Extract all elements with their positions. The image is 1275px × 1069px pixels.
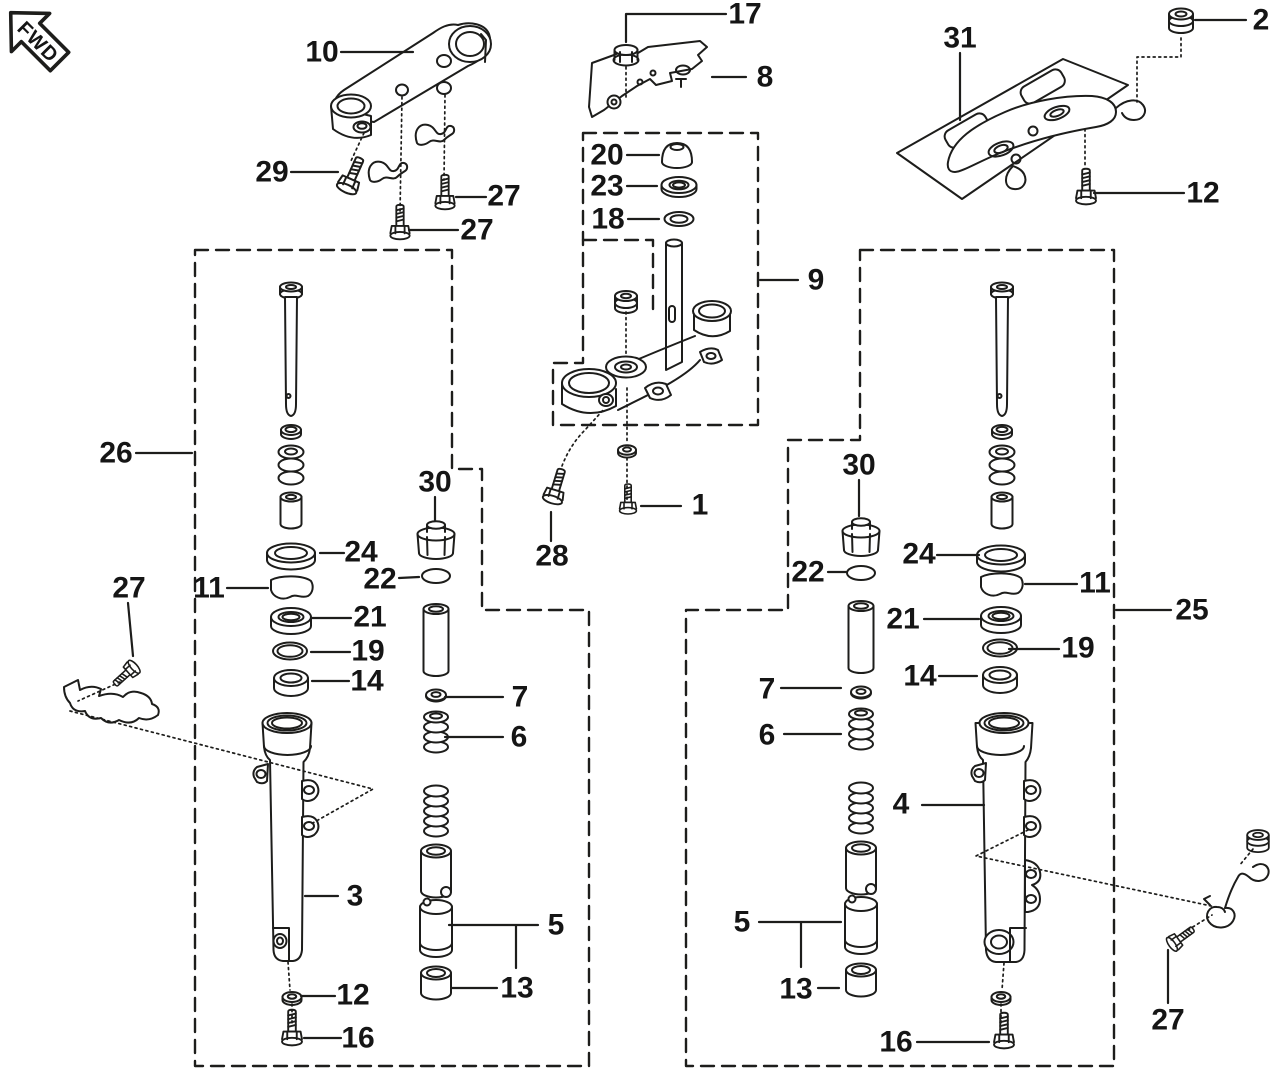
part-bolt-12-top <box>1075 167 1097 206</box>
label-22-right: 22 <box>791 556 824 589</box>
label-12-left: 12 <box>336 979 369 1012</box>
part-bolt-28 <box>540 465 573 508</box>
label-13-left: 13 <box>500 972 533 1005</box>
part-steering-stem-lower-clamp <box>561 238 732 414</box>
label-12-top: 12 <box>1186 177 1219 210</box>
part-cup-24-right <box>976 544 1026 573</box>
part-grommet-right <box>1246 829 1270 853</box>
part-bracket-8 <box>588 40 708 118</box>
part-cap-nut-20 <box>661 142 693 169</box>
label-6-right: 6 <box>759 719 776 752</box>
label-31: 31 <box>943 22 976 55</box>
part-fork-tube-3 <box>252 712 320 962</box>
part-washer-right <box>990 991 1012 1006</box>
part-washer-12-left <box>281 991 303 1006</box>
group-box-right-fork <box>684 248 1116 1068</box>
label-1: 1 <box>692 489 709 522</box>
part-clip-11-right <box>980 572 1024 597</box>
part-seal-21-left <box>270 607 312 635</box>
part-bolt-27-a <box>434 173 456 211</box>
part-damper-rod-right <box>988 281 1016 530</box>
label-27-top-a: 27 <box>487 180 520 213</box>
label-13-right: 13 <box>779 973 812 1006</box>
assembly-dotted-lines <box>69 37 1254 1027</box>
label-21-left: 21 <box>353 601 386 634</box>
part-cup-14-right <box>982 666 1018 694</box>
part-bracket-31 <box>946 94 1146 191</box>
label-9: 9 <box>808 264 825 297</box>
part-bolt-1 <box>618 483 638 515</box>
callout-leader-lines <box>126 12 1248 1044</box>
label-30-left: 30 <box>418 466 451 499</box>
label-14-left: 14 <box>350 665 384 698</box>
label-7-right: 7 <box>759 673 776 706</box>
group-box-left-fork <box>193 248 591 1068</box>
label-27-bottom-right: 27 <box>1151 1004 1184 1037</box>
label-16-left: 16 <box>341 1022 374 1055</box>
label-19-left: 19 <box>351 635 384 668</box>
label-7-left: 7 <box>512 681 529 714</box>
part-inner-column-left <box>416 520 456 1001</box>
label-3: 3 <box>347 880 364 913</box>
cable-clip-upper <box>414 123 456 146</box>
part-bracket-27-left <box>63 679 160 724</box>
part-inner-column-right <box>841 517 881 998</box>
label-18: 18 <box>591 203 624 236</box>
part-washer-1 <box>617 444 637 459</box>
part-upper-triple-clamp <box>330 22 492 139</box>
label-23: 23 <box>590 170 623 203</box>
part-damper-rod-left <box>277 281 305 530</box>
label-26: 26 <box>99 437 132 470</box>
part-seal-21-right <box>980 606 1022 634</box>
label-14-right: 14 <box>903 660 937 693</box>
label-5-right: 5 <box>734 906 751 939</box>
part-cup-24-left <box>266 542 316 571</box>
label-21-right: 21 <box>886 603 919 636</box>
group-box-steering-stem <box>551 131 760 427</box>
part-bushing-stem <box>614 290 638 314</box>
part-ring-19-left <box>272 641 308 661</box>
part-clip-11-left <box>270 575 314 600</box>
label-16-right: 16 <box>879 1026 912 1059</box>
label-8: 8 <box>757 61 774 94</box>
label-4: 4 <box>893 788 910 821</box>
label-5-left: 5 <box>548 909 565 942</box>
part-screw-27-left <box>108 657 143 692</box>
part-washer-23 <box>660 176 698 198</box>
part-fork-tube-4 <box>970 712 1042 963</box>
fwd-direction-badge: FWD <box>8 10 71 73</box>
label-24-right: 24 <box>902 538 936 571</box>
label-11-right: 11 <box>1079 567 1111 600</box>
part-cup-14-left <box>273 669 309 697</box>
part-hook-bracket-right <box>1203 863 1270 929</box>
part-bolt-16-right <box>993 1011 1015 1050</box>
label-22-left: 22 <box>363 563 396 596</box>
label-24-left: 24 <box>344 536 378 569</box>
label-2: 2 <box>1253 4 1270 37</box>
label-27-top-b: 27 <box>460 214 493 247</box>
part-oring-18 <box>663 211 695 227</box>
label-30-right: 30 <box>842 449 875 482</box>
part-cap-bolt-17 <box>612 44 640 67</box>
label-20: 20 <box>590 139 623 172</box>
part-grommet-2 <box>1168 7 1194 34</box>
label-11-left: 11 <box>193 572 225 605</box>
label-19-right: 19 <box>1061 632 1094 665</box>
label-10: 10 <box>305 36 338 69</box>
label-27-mid-left: 27 <box>112 572 145 605</box>
label-17: 17 <box>728 0 761 31</box>
part-bolt-29 <box>334 152 371 198</box>
label-28: 28 <box>535 540 568 573</box>
label-25: 25 <box>1175 594 1208 627</box>
label-6-left: 6 <box>511 721 528 754</box>
label-29: 29 <box>255 156 288 189</box>
